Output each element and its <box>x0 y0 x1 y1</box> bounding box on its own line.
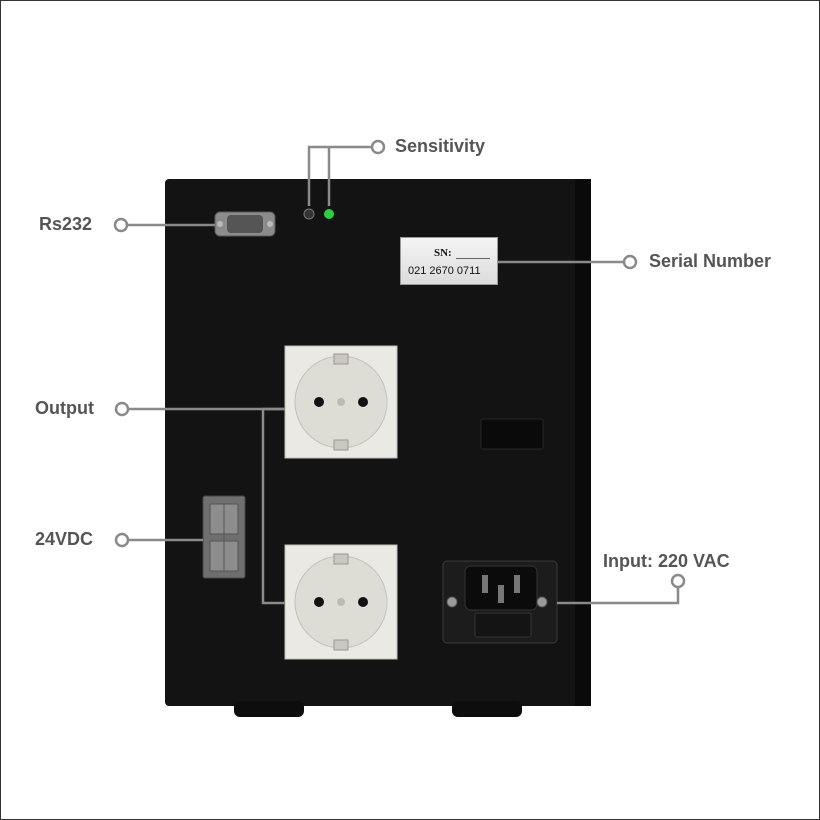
input-label: Input: 220 VAC <box>603 551 730 571</box>
device-foot-right <box>452 701 522 717</box>
device-shadow-edge <box>575 179 591 706</box>
dc24-label: 24VDC <box>35 529 94 549</box>
output-callout-dot <box>114 401 130 417</box>
socket-bottom-pin-left <box>314 597 324 607</box>
iec-screw-right <box>536 596 548 608</box>
input-callout-line <box>557 587 680 605</box>
rs232-screw-right <box>267 221 273 227</box>
fuse-drawer <box>474 612 532 638</box>
serial-number-label: Serial Number <box>649 251 772 271</box>
serial-number-callout-dot <box>622 254 638 270</box>
socket-bottom-shutter <box>337 598 345 606</box>
output-callout-line-bottom <box>261 407 285 605</box>
serial-number-prefix: SN: <box>434 247 452 259</box>
status-led <box>324 209 334 219</box>
socket-bottom-clip-lower <box>333 639 349 651</box>
sensitivity-knob <box>303 208 315 220</box>
sensitivity-label: Sensitivity <box>395 136 486 156</box>
dc24-callout-dot <box>114 532 130 548</box>
socket-top-pin-left <box>314 397 324 407</box>
input-callout-dot <box>670 573 686 589</box>
serial-number-plate: SN: 021 2670 0711 <box>400 237 498 285</box>
socket-bottom-clip-upper <box>333 553 349 565</box>
output-label: Output <box>35 398 94 418</box>
iec-pin-right <box>514 575 520 593</box>
socket-top-shutter <box>337 398 345 406</box>
iec-pin-left <box>482 575 488 593</box>
rs232-connector <box>227 215 263 233</box>
rs232-callout-dot <box>113 217 129 233</box>
iec-screw-left <box>446 596 458 608</box>
rs232-label: Rs232 <box>39 214 93 234</box>
serial-number-underline <box>456 258 490 259</box>
device-foot-left <box>234 701 304 717</box>
rs232-screw-left <box>217 221 223 227</box>
vent-slot <box>480 418 544 450</box>
sensitivity-callout-line <box>307 145 371 206</box>
socket-top-pin-right <box>358 397 368 407</box>
iec-pin-center <box>498 585 504 603</box>
socket-top-clip-lower <box>333 439 349 451</box>
socket-bottom-pin-right <box>358 597 368 607</box>
sensitivity-callout-dot <box>370 139 386 155</box>
socket-top-clip-upper <box>333 353 349 365</box>
serial-number-value: 021 2670 0711 <box>408 265 481 277</box>
